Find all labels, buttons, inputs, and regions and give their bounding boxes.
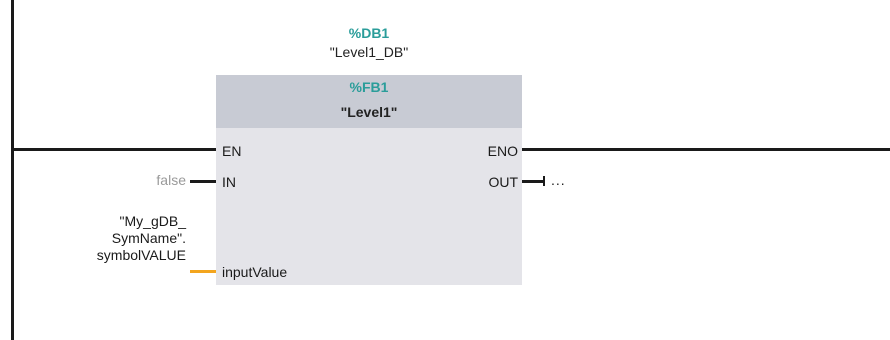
in-wire: [190, 180, 216, 183]
rung-wire-right: [522, 148, 890, 151]
function-block-header[interactable]: [216, 75, 522, 128]
input-value-wire: [190, 270, 216, 273]
input-value-operand-line-2: SymName".: [111, 230, 186, 246]
instance-db-address[interactable]: %DB1: [348, 25, 390, 41]
pin-in-label: IN: [222, 174, 236, 190]
function-block-address: %FB1: [349, 79, 389, 95]
out-operand-placeholder[interactable]: ...: [551, 172, 566, 188]
input-value-operand-line-3: symbolVALUE: [96, 247, 186, 263]
in-operand-value[interactable]: false: [156, 172, 186, 188]
input-value-operand-line-1: "My_gDB_: [119, 213, 186, 229]
out-wire-terminator: [543, 176, 545, 186]
pin-en-label: EN: [222, 143, 242, 159]
out-wire: [522, 180, 544, 183]
instance-db-symbol[interactable]: "Level1_DB": [329, 44, 409, 60]
pin-input-value-label: inputValue: [222, 264, 288, 280]
rung-wire-left: [11, 148, 218, 151]
input-value-operand[interactable]: "My_gDB_ SymName". symbolVALUE: [40, 213, 186, 264]
pin-out-label: OUT: [488, 174, 518, 190]
function-block-symbol: "Level1": [340, 104, 398, 120]
pin-eno-label: ENO: [487, 143, 518, 159]
left-power-rail: [11, 0, 14, 340]
